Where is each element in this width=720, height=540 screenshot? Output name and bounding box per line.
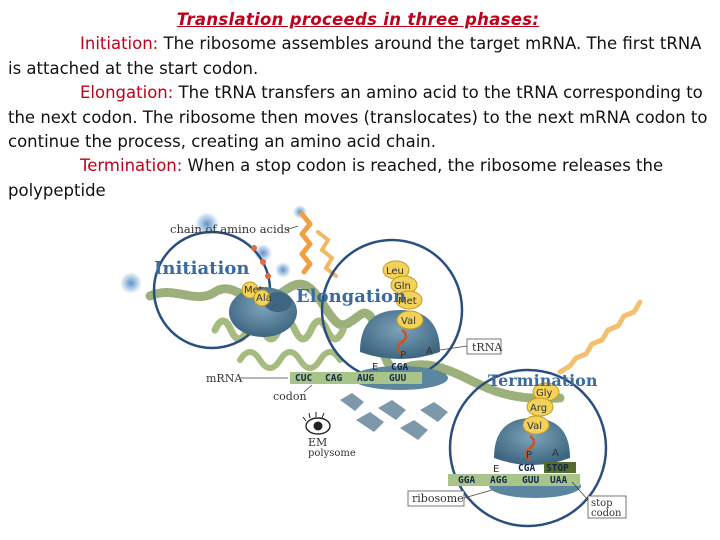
codon-text: GUU <box>389 373 406 384</box>
ribosome-label: ribosome <box>412 492 464 505</box>
amino-acid-label: Arg <box>530 403 547 414</box>
amino-acid-label: Val <box>401 316 416 327</box>
polysome-ribosome <box>340 393 364 411</box>
leader-line <box>440 346 467 350</box>
a-site-label: A <box>552 448 559 459</box>
amino-acid-dot <box>251 245 257 251</box>
codon-label: codon <box>273 390 307 403</box>
amino-acid-chain <box>302 214 310 272</box>
amino-acid-chain <box>318 232 336 276</box>
p-site-label: P <box>526 450 532 461</box>
blurred-blob <box>120 272 142 294</box>
e-site-label: E <box>493 464 499 475</box>
codon-text: AGG <box>490 475 507 486</box>
initiation-figure-label: Initiation <box>154 258 249 279</box>
a-site-label: A <box>426 346 433 357</box>
released-polypeptide <box>560 302 640 372</box>
stop-label: STOP <box>546 463 569 474</box>
amino-acid-dot <box>265 273 271 279</box>
codon-text: CAG <box>325 373 342 384</box>
anticodon-label: CGA <box>391 362 408 373</box>
codon-text: GGA <box>458 475 475 486</box>
amino-acid-label: Leu <box>386 266 404 277</box>
amino-acid-dot <box>260 259 266 265</box>
stop-codon-label-line2: codon <box>591 508 622 519</box>
polysome-ribosome <box>378 400 406 420</box>
leader-line <box>304 385 312 392</box>
amino-acid-label: Val <box>527 421 542 432</box>
mrna-label: mRNA <box>206 372 243 385</box>
mrna-coil <box>240 352 340 368</box>
blurred-blob <box>275 262 291 278</box>
codon-text: CUC <box>295 373 312 384</box>
p-site-label: P <box>400 350 406 361</box>
eye-icon <box>303 412 330 434</box>
codon-text: GUU <box>522 475 539 486</box>
polysome-ribosomes <box>340 393 448 440</box>
e-site-label: E <box>372 362 378 373</box>
codon-text: AUG <box>357 373 374 384</box>
polysome-label: polysome <box>308 448 356 459</box>
amino-acid-label: Ala <box>256 293 272 304</box>
trna-label: tRNA <box>472 341 503 354</box>
termination-figure-label: Termination <box>488 371 598 390</box>
polysome-ribosome <box>356 412 384 432</box>
polysome-ribosome <box>420 402 448 422</box>
leader-line <box>464 490 492 498</box>
polysome-ribosome <box>400 420 428 440</box>
chain-of-amino-acids-label: chain of amino acids <box>170 222 290 236</box>
elongation-figure-label: Elongation <box>296 286 406 307</box>
codon-text: UAA <box>550 475 567 486</box>
anticodon-label: CGA <box>518 463 535 474</box>
